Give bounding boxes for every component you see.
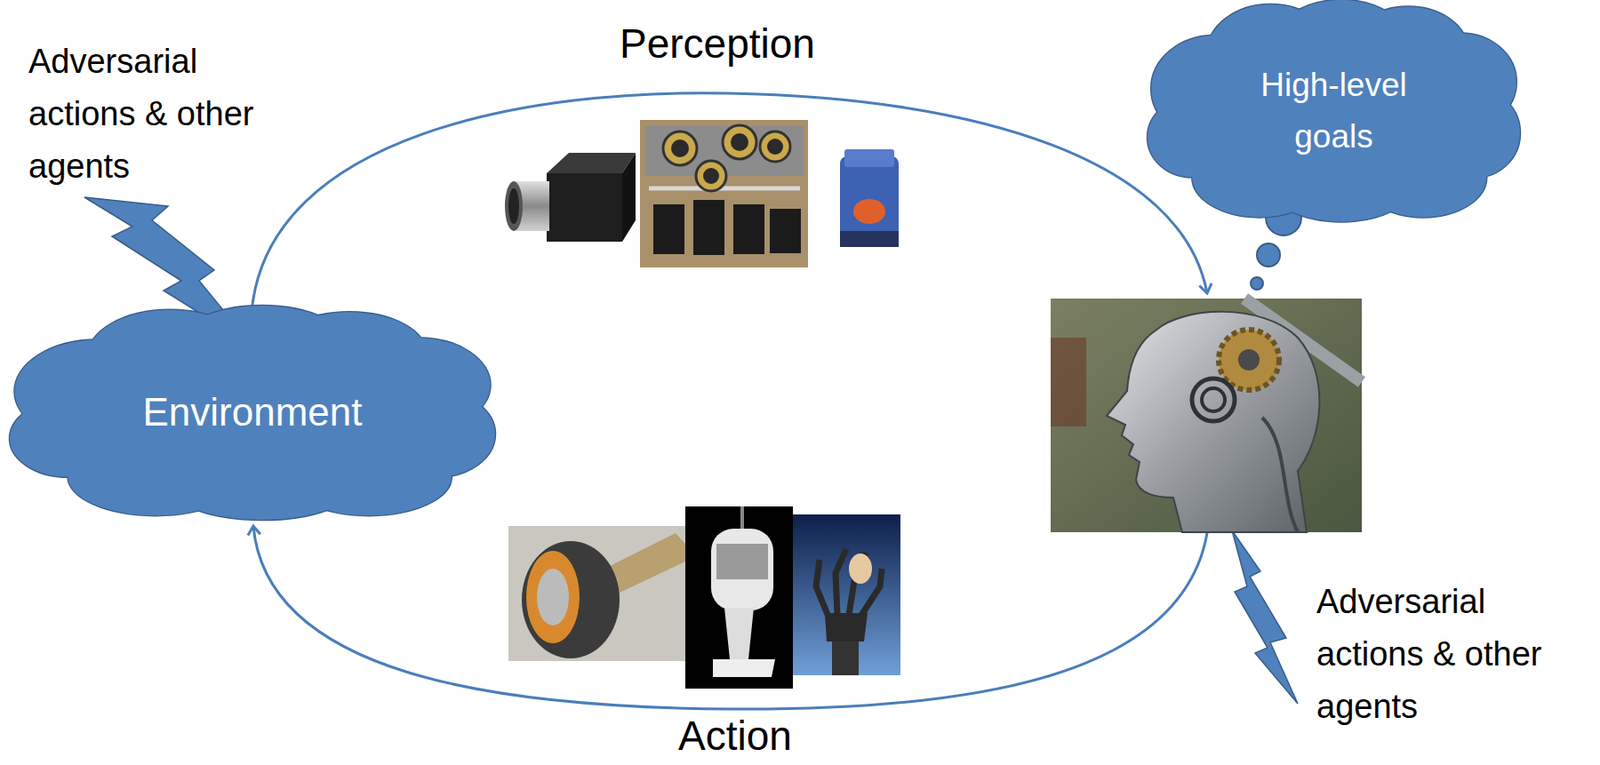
- egg: [848, 553, 872, 584]
- cloud-bump: [1192, 44, 1475, 187]
- camera-lens: [508, 188, 520, 224]
- photo-ground: [503, 147, 638, 256]
- gear-hub: [1238, 349, 1260, 371]
- camera-photo: [503, 147, 638, 256]
- hand-wrist: [832, 638, 859, 676]
- cloud-fill: [9, 305, 496, 520]
- leg-shin: [724, 608, 754, 660]
- sensor-photo: [822, 143, 912, 254]
- hand-photo: [792, 514, 901, 676]
- robot-head-photo: [1050, 298, 1362, 533]
- cloud-bump: [68, 348, 438, 486]
- cloud-outline: [1147, 0, 1520, 222]
- background-picture: [1050, 337, 1087, 427]
- leg-band: [716, 544, 768, 580]
- hand-finger: [816, 560, 829, 617]
- leg-rod: [740, 506, 744, 530]
- leg-thigh: [711, 528, 774, 611]
- thought-bubble: [1250, 277, 1264, 290]
- camera-body: [546, 173, 623, 242]
- gear: [1218, 329, 1280, 391]
- rig-lens: [703, 168, 720, 184]
- rig-motor: [653, 204, 685, 255]
- hand-palm: [824, 613, 868, 642]
- cloud-bump: [68, 348, 438, 486]
- stereo-rig-photo: [640, 120, 808, 268]
- cloud-shape: [1147, 0, 1520, 222]
- ear-coil: [1192, 378, 1235, 422]
- camera-top: [546, 152, 636, 174]
- cloud-text: High-level goals: [1231, 59, 1438, 162]
- ear-coil: [1201, 388, 1225, 412]
- sensor-glow: [853, 199, 886, 224]
- sensor-body: [840, 156, 899, 244]
- photo-ground: [792, 514, 901, 676]
- rig-lens: [760, 131, 791, 162]
- camera-side: [622, 152, 636, 242]
- neck-cable: [1262, 417, 1298, 533]
- cloud-outline: [9, 305, 496, 520]
- cloud-node: Environment: [9, 305, 496, 520]
- rig-lens: [722, 125, 757, 160]
- cloud-node: High-level goals: [1147, 0, 1520, 222]
- rig-motor: [733, 204, 765, 255]
- rig-lens: [696, 160, 727, 192]
- photo-ground: [1050, 298, 1362, 533]
- rig-lens: [730, 133, 749, 152]
- wheel-hub: [536, 568, 569, 626]
- rig-rod: [648, 186, 800, 192]
- photo-ground: [822, 143, 912, 254]
- stage-label: Perception: [495, 21, 940, 67]
- sensor-base: [840, 231, 899, 248]
- cloud-fill: [1147, 0, 1520, 222]
- perception-arc: [251, 93, 1208, 313]
- camera-lens: [504, 181, 523, 232]
- note-label: Adversarial actions & other agents: [1316, 576, 1588, 734]
- rig-lens: [663, 131, 697, 166]
- robot-head: [1106, 312, 1320, 533]
- note-label: Adversarial actions & other agents: [28, 35, 304, 193]
- cloud-text: Environment: [142, 382, 362, 443]
- photo-ground: [685, 506, 793, 689]
- wheel-tyre: [521, 541, 620, 659]
- sensor-cap: [844, 149, 895, 168]
- photo-ground: [640, 120, 808, 268]
- leg-foot: [712, 659, 776, 678]
- leg-photo: [685, 506, 793, 689]
- lightning-bolt: [1232, 530, 1298, 704]
- rig-lens: [671, 139, 689, 158]
- rig-motor: [769, 208, 801, 254]
- wheel-photo: [508, 526, 686, 662]
- wheel-rim: [526, 551, 580, 644]
- rig-lens: [767, 138, 784, 155]
- thought-bubble: [1256, 243, 1280, 267]
- photo-ground: [508, 526, 686, 662]
- cloud-bump: [1192, 44, 1475, 187]
- hand-finger: [835, 549, 847, 616]
- stage-label: Action: [512, 713, 958, 760]
- rig-motor: [693, 200, 725, 256]
